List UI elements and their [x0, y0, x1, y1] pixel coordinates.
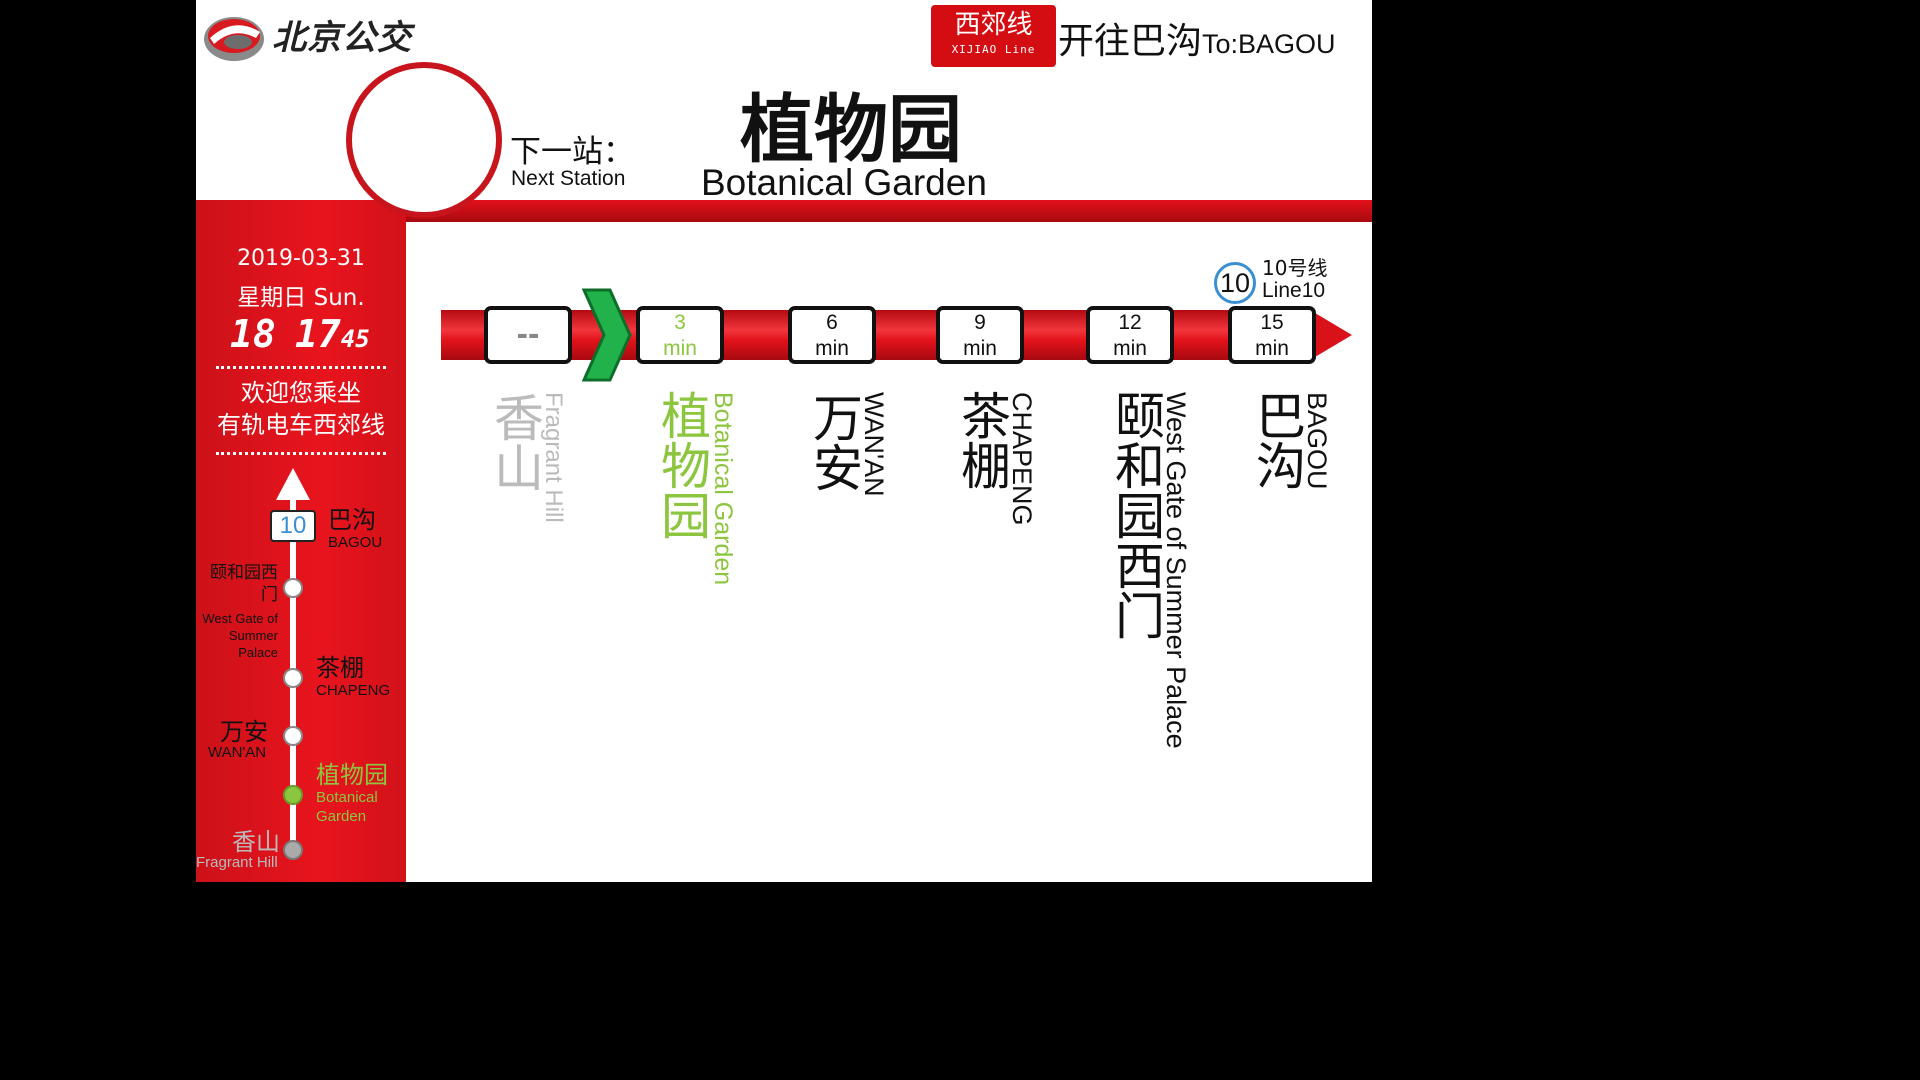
mini-station-cn: 茶棚 — [316, 654, 364, 682]
mini-station-en: Fragrant Hill — [196, 854, 278, 871]
station-name-en: WAN'AN — [859, 392, 889, 497]
mini-station-en: West Gate of Summer Palace — [202, 611, 278, 660]
welcome-line1: 欢迎您乘坐 — [241, 379, 361, 407]
eta-time: 9 — [974, 311, 986, 334]
destination: 开往巴沟To:BAGOU — [1058, 12, 1336, 64]
eta-box-current: 3 min — [636, 306, 724, 364]
mini-station-dot — [283, 726, 303, 746]
mini-station-en: Botanical Garden — [316, 789, 378, 825]
station-name-en: Fragrant Hill — [540, 392, 567, 523]
divider — [216, 452, 386, 455]
eta-unit: min — [963, 337, 997, 360]
next-station-name-cn: 植物园 — [740, 87, 962, 173]
stage: 北京公交 西郊线 XIJIAO Line 开往巴沟To:BAGOU 下一站： N… — [196, 0, 1372, 882]
line-badge-en: XIJIAO Line — [951, 43, 1036, 56]
eta-box: 12 min — [1086, 306, 1174, 364]
station-name-cn: 颐和园西门 — [1107, 390, 1165, 640]
bus-logo-icon — [204, 17, 264, 61]
mini-passed-station-dot — [283, 840, 303, 860]
pids-screen: 北京公交 西郊线 XIJIAO Line 开往巴沟To:BAGOU 下一站： N… — [196, 0, 1372, 882]
eta-time: -- — [516, 315, 540, 353]
eta-box: 6 min — [788, 306, 876, 364]
station-name-en: CHAPENG — [1007, 392, 1037, 526]
current-position-arrow-icon — [582, 288, 632, 382]
next-station-name-en: Botanical Garden — [701, 162, 987, 203]
eta-box: 15 min — [1228, 306, 1316, 364]
info-sidebar: 2019-03-31 星期日 Sun. 18 1745 欢迎您乘坐 有轨电车西郊… — [196, 200, 406, 882]
line-badge: 西郊线 XIJIAO Line — [931, 5, 1056, 67]
station-name-en: BAGOU — [1302, 392, 1332, 490]
mini-station-cn: 香山 — [232, 828, 280, 856]
eta-time: 3 — [674, 311, 686, 334]
station-name-en: West Gate of Summer Palace — [1161, 392, 1191, 749]
line10-transfer-icon: 10 — [1214, 262, 1256, 304]
weekday: 星期日 Sun. — [237, 285, 365, 311]
direction-arrow-icon — [276, 468, 310, 500]
next-station-label-en: Next Station — [511, 167, 626, 190]
destination-cn: 开往巴沟 — [1058, 21, 1203, 62]
transfer-line-en: Line10 — [1262, 279, 1326, 302]
eta-time: 15 — [1260, 311, 1284, 334]
welcome-line2: 有轨电车西郊线 — [217, 411, 385, 439]
mini-station-dot — [283, 578, 303, 598]
eta-box: 9 min — [936, 306, 1024, 364]
station-name-en: Botanical Garden — [709, 392, 737, 586]
clock-hours: 18 — [230, 312, 276, 356]
logo-text: 北京公交 — [272, 18, 412, 58]
clock-minutes: 17 — [295, 312, 341, 356]
station-name-cn: 茶棚 — [953, 390, 1011, 490]
route-direction-arrow-icon — [1310, 310, 1352, 360]
mini-station-cn: 植物园 — [316, 761, 388, 789]
line10-transfer-badge: 10 — [270, 510, 316, 542]
eta-unit: min — [815, 337, 849, 360]
clock: 18 1745 — [230, 312, 370, 356]
next-station-label-cn: 下一站： — [510, 134, 634, 170]
station-circle-icon — [346, 62, 502, 218]
mini-station-cn: 颐和园西门 — [210, 563, 278, 605]
station-name-cn: 香山 — [486, 392, 544, 492]
mini-station-en: WAN'AN — [208, 744, 267, 761]
line-badge-cn: 西郊线 — [954, 10, 1033, 40]
mini-current-station-dot — [283, 785, 303, 805]
transfer-line-cn: 10号线 — [1262, 256, 1328, 280]
station-name-cn: 巴沟 — [1248, 390, 1306, 490]
mini-station-cn: 万安 — [220, 718, 268, 746]
eta-time: 12 — [1118, 311, 1142, 334]
station-name-cn: 万安 — [805, 392, 863, 492]
header-red-band — [196, 200, 1372, 222]
destination-en: To:BAGOU — [1202, 29, 1336, 59]
mini-station-dot — [283, 668, 303, 688]
divider — [216, 366, 386, 369]
mini-station-en: CHAPENG — [316, 682, 391, 699]
eta-unit: min — [663, 337, 697, 360]
station-name-cn: 植物园 — [653, 390, 711, 540]
mini-station-cn: 巴沟 — [328, 506, 376, 534]
date: 2019-03-31 — [237, 246, 365, 271]
mini-station-en: BAGOU — [328, 534, 383, 551]
eta-box-passed: -- — [484, 306, 572, 364]
beijing-bus-logo: 北京公交 — [200, 6, 450, 66]
clock-seconds: 45 — [340, 325, 370, 353]
eta-unit: min — [1255, 337, 1289, 360]
eta-time: 6 — [826, 311, 838, 334]
eta-unit: min — [1113, 337, 1147, 360]
